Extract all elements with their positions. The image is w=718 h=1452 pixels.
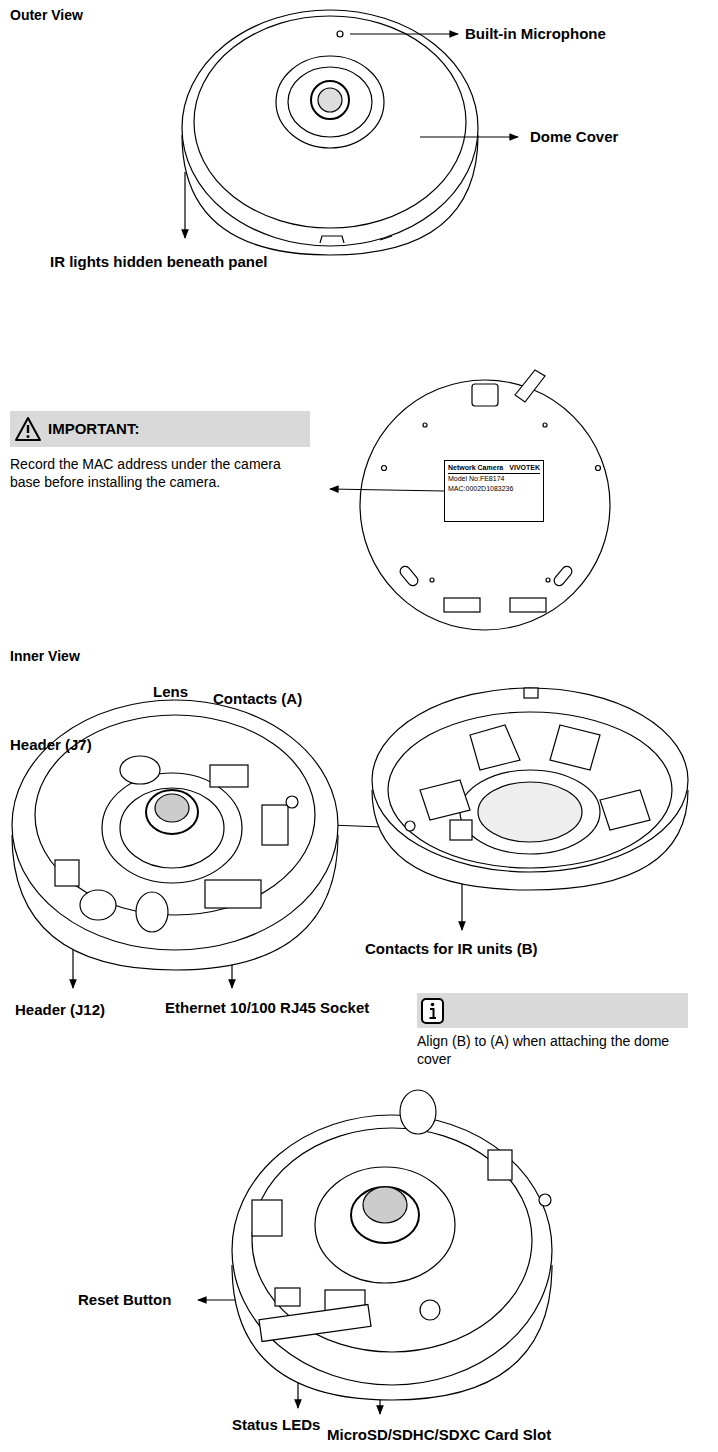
part-label: Header (J7)	[10, 736, 92, 754]
outer-dome	[182, 10, 478, 255]
sticker-text: Model No:FE8174	[448, 474, 540, 484]
sticker-text: MAC:0002D1083236	[448, 484, 540, 494]
part-label: Lens	[153, 683, 188, 701]
part-label: Reset Button	[78, 1291, 171, 1309]
note-heading: IMPORTANT:	[48, 411, 310, 447]
warning-band: IMPORTANT:	[10, 411, 310, 447]
inner-module-underside	[232, 1090, 552, 1400]
dome-cover-inside	[372, 688, 688, 890]
mac-sticker: Network CameraVIVOTEKModel No:FE8174MAC:…	[444, 460, 544, 522]
part-label: Header (J12)	[15, 1001, 105, 1019]
pointer-arrow	[330, 489, 444, 491]
info-band	[417, 993, 688, 1028]
warning-note: IMPORTANT: Record the MAC address under t…	[10, 411, 310, 491]
part-label: Ethernet 10/100 RJ45 Socket	[165, 999, 369, 1017]
note-body: Record the MAC address under the camera …	[10, 455, 310, 491]
info-note: Align (B) to (A) when attaching the dome…	[417, 1032, 692, 1068]
warning-icon	[14, 416, 42, 442]
camera-base	[360, 370, 610, 630]
part-label: Built-in Microphone	[465, 25, 606, 43]
section-heading: Outer View	[10, 6, 83, 24]
part-label: IR lights hidden beneath panel	[50, 253, 268, 271]
section-heading: Inner View	[10, 647, 80, 665]
part-label: Dome Cover	[530, 128, 618, 146]
part-label: Contacts for IR units (B)	[365, 940, 538, 958]
part-label: Contacts (A)	[213, 690, 302, 708]
brand-name: VIVOTEK	[509, 463, 540, 473]
part-label: Status LEDs	[232, 1416, 320, 1434]
part-label: MicroSD/SDHC/SDXC Card Slot	[327, 1426, 551, 1444]
